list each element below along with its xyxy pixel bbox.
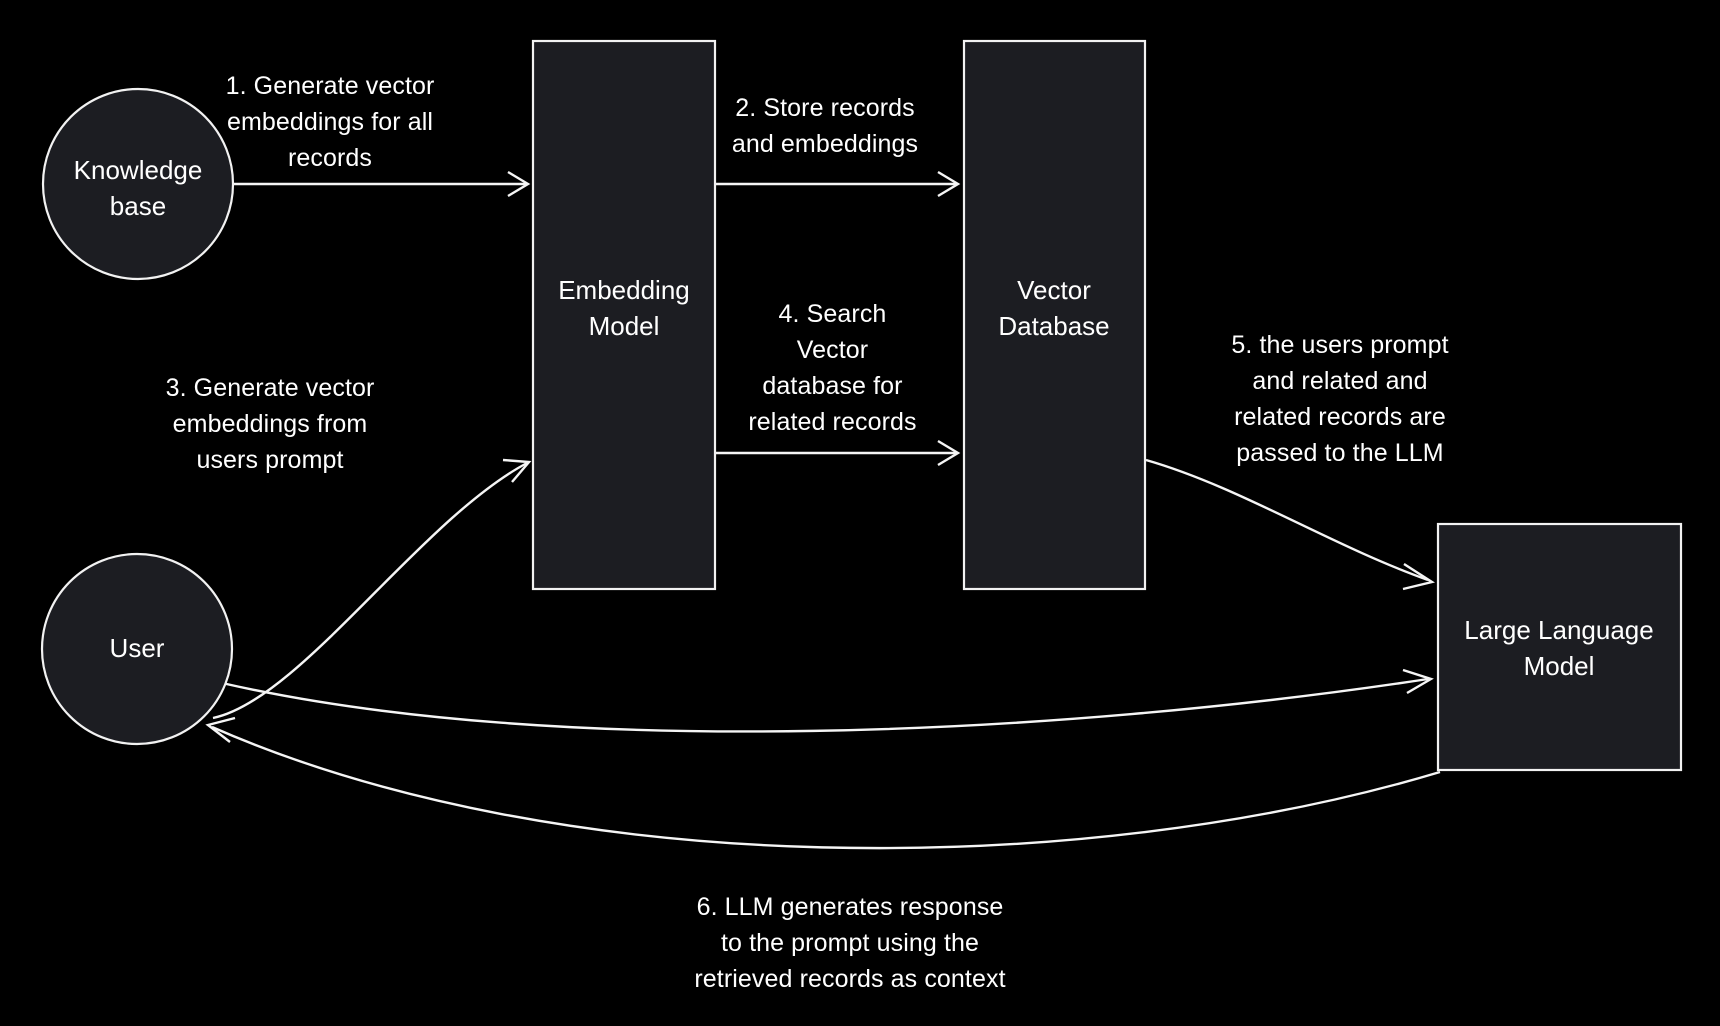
edge-step4 bbox=[716, 439, 961, 467]
edge-step5 bbox=[1145, 458, 1436, 591]
node-large-language-model-label-line2: Model bbox=[1524, 651, 1595, 681]
node-large-language-model[interactable]: Large Language Model bbox=[1436, 522, 1683, 772]
node-knowledge-base[interactable]: Knowledge base bbox=[41, 87, 235, 281]
node-embedding-model-label-line1: Embedding bbox=[558, 275, 690, 305]
node-user[interactable]: User bbox=[40, 552, 234, 746]
edge-step6 bbox=[205, 716, 1441, 850]
node-vector-database-label-line2: Database bbox=[998, 311, 1109, 341]
edge-step3 bbox=[212, 458, 532, 720]
node-knowledge-base-label-line2: base bbox=[110, 191, 166, 221]
node-user-label: User bbox=[110, 633, 165, 663]
node-large-language-model-label-line1: Large Language bbox=[1464, 615, 1653, 645]
node-vector-database[interactable]: Vector Database bbox=[962, 39, 1147, 591]
node-embedding-model[interactable]: Embedding Model bbox=[531, 39, 717, 591]
edge-step1 bbox=[234, 170, 531, 198]
node-embedding-model-label-line2: Model bbox=[589, 311, 660, 341]
node-knowledge-base-label-line1: Knowledge bbox=[74, 155, 203, 185]
edge-step2 bbox=[716, 170, 961, 198]
edge-user-to-llm bbox=[221, 668, 1434, 733]
node-vector-database-label-line1: Vector bbox=[1017, 275, 1091, 305]
